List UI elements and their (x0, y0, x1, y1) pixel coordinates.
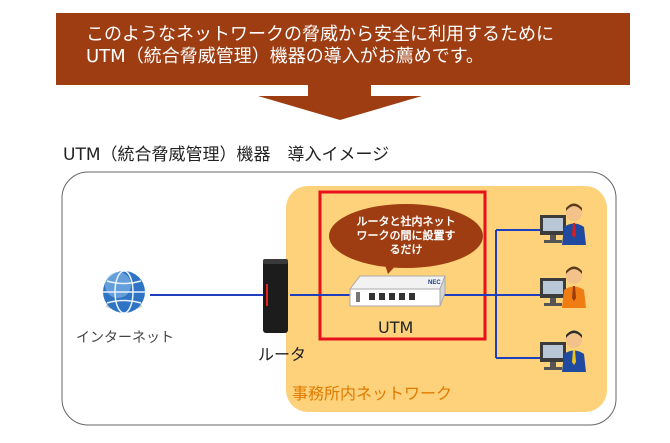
callout-line-1: ルータと社内ネット (356, 215, 456, 228)
device-brand-label: NEC (428, 280, 441, 286)
down-arrow-icon (258, 85, 422, 120)
callout-line-2: ワークの間に設置す (356, 229, 456, 242)
globe-icon (103, 270, 145, 314)
user-pc-icon (540, 266, 586, 308)
internet-label: インターネット (76, 330, 174, 346)
user-pc-icon (540, 203, 586, 245)
banner-line-1: このようなネットワークの脅威から安全に利用するために (86, 24, 554, 45)
utm-label: UTM (378, 318, 414, 337)
callout-bubble (329, 204, 483, 274)
office-network-label: 事務所内ネットワーク (292, 384, 453, 403)
user-pc-icon (540, 330, 586, 372)
section-title: UTM（統合脅威管理）機器 導入イメージ (63, 145, 390, 165)
banner-line-2: UTM（統合脅威管理）機器の導入がお薦めです。 (86, 46, 484, 67)
utm-device-icon: NEC (348, 275, 446, 307)
network-lines (150, 229, 540, 359)
utm-highlight-box (318, 190, 487, 341)
router-label: ルータ (258, 345, 307, 364)
callout-line-3: るだけ (389, 243, 423, 256)
router-icon (263, 259, 288, 333)
callout-text: ルータと社内ネット ワークの間に設置す るだけ (330, 215, 482, 257)
recommendation-banner: このようなネットワークの脅威から安全に利用するために UTM（統合脅威管理）機器… (56, 13, 630, 85)
